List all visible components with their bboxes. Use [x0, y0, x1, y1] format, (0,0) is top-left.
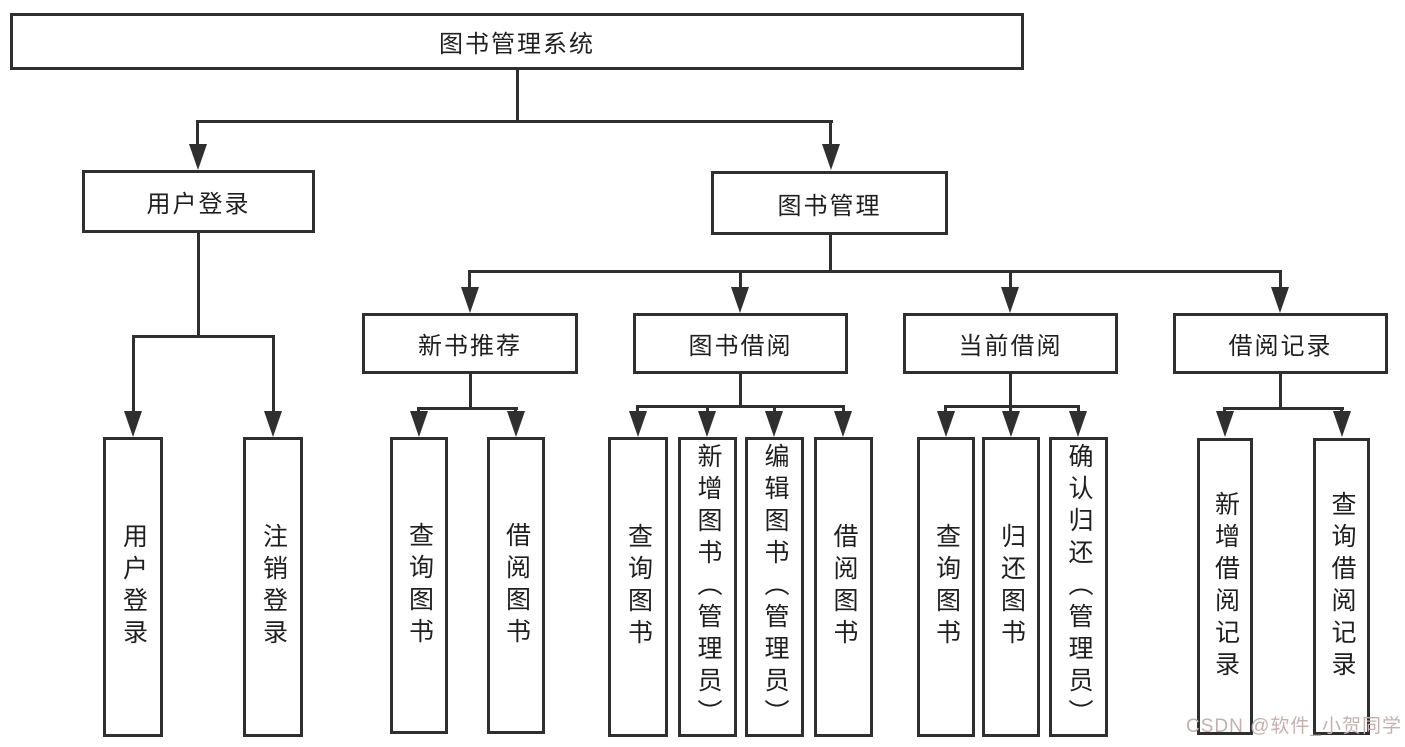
arrow-down-icon [698, 411, 716, 437]
node-label: 当前借阅 [958, 333, 1063, 360]
arrow-down-icon [629, 411, 647, 437]
connector-line [196, 120, 199, 148]
leaf-query-books: 查询图书 [917, 437, 975, 737]
arrow-down-icon [1333, 411, 1351, 437]
leaf-label: 借阅图书 [830, 523, 858, 651]
connector-line [829, 120, 832, 148]
connector-line [468, 270, 471, 290]
arrow-down-icon [264, 411, 282, 437]
connector-line [132, 335, 275, 338]
node-user-login-group: 用户登录 [82, 170, 315, 233]
leaf-logout: 注销登录 [243, 437, 303, 737]
connector-line [132, 335, 135, 413]
node-book-borrow: 图书借阅 [633, 313, 848, 374]
leaf-query-borrow-record: 查询借阅记录 [1313, 438, 1370, 735]
connector-line [945, 405, 1080, 408]
connector-line [1009, 405, 1012, 413]
arrow-down-icon [765, 411, 783, 437]
arrow-down-icon [1001, 287, 1019, 313]
leaf-label: 查询图书 [624, 523, 653, 651]
leaf-return-books: 归还图书 [982, 437, 1040, 737]
leaf-query-books: 查询图书 [390, 437, 448, 734]
connector-line [706, 405, 709, 413]
node-label: 图书管理 [777, 192, 882, 220]
arrow-down-icon [731, 287, 749, 313]
arrow-down-icon [410, 411, 428, 437]
arrow-down-icon [822, 144, 840, 170]
leaf-label: 确认归还（管理员） [1065, 443, 1093, 731]
leaf-edit-books-admin: 编辑图书（管理员） [745, 437, 804, 737]
connector-line [739, 373, 742, 407]
leaf-label: 用户登录 [119, 523, 148, 651]
connector-line [196, 120, 833, 123]
arrow-down-icon [834, 411, 852, 437]
leaf-label: 归还图书 [997, 523, 1026, 651]
leaf-label: 借阅图书 [502, 521, 531, 650]
connector-line [469, 373, 472, 409]
node-current-borrow: 当前借阅 [903, 313, 1118, 374]
leaf-label: 新增图书（管理员） [694, 443, 722, 731]
connector-line [636, 405, 639, 413]
arrow-down-icon [1216, 411, 1234, 437]
connector-line [739, 270, 742, 290]
leaf-query-books: 查询图书 [608, 437, 668, 737]
leaf-borrow-books: 借阅图书 [487, 437, 545, 734]
node-label: 用户登录 [146, 191, 251, 218]
arrow-down-icon [1002, 411, 1020, 437]
leaf-label: 注销登录 [259, 523, 288, 651]
watermark: CSDN @软件_小贺同学 [1186, 716, 1402, 737]
node-root: 图书管理系统 [10, 13, 1024, 70]
connector-line [829, 234, 832, 273]
connector-line [417, 407, 518, 410]
connector-line [1077, 405, 1080, 413]
node-new-book-recommend: 新书推荐 [362, 313, 578, 374]
arrow-down-icon [461, 287, 479, 313]
connector-line [468, 270, 1282, 273]
arrow-down-icon [937, 411, 955, 437]
connector-line [773, 405, 776, 413]
connector-line [197, 231, 200, 338]
connector-line [1009, 270, 1012, 290]
connector-line [1279, 373, 1282, 409]
leaf-confirm-return-admin: 确认归还（管理员） [1049, 437, 1108, 737]
node-borrow-records: 借阅记录 [1173, 313, 1388, 374]
node-label: 图书借阅 [688, 333, 793, 360]
connector-line [842, 405, 845, 413]
leaf-add-books-admin: 新增图书（管理员） [678, 437, 737, 737]
connector-line [944, 405, 947, 413]
leaf-label: 查询图书 [405, 521, 434, 650]
leaf-label: 新增借阅记录 [1211, 490, 1240, 683]
leaf-label: 查询借阅记录 [1328, 490, 1356, 683]
arrow-down-icon [124, 411, 142, 437]
leaf-add-borrow-record: 新增借阅记录 [1197, 438, 1253, 735]
arrow-down-icon [189, 144, 207, 170]
node-root-label: 图书管理系统 [439, 31, 595, 58]
node-label: 借阅记录 [1228, 333, 1333, 360]
node-book-management: 图书管理 [711, 171, 948, 235]
connector-line [1009, 373, 1012, 407]
arrow-down-icon [1069, 411, 1087, 437]
connector-line [637, 405, 845, 408]
arrow-down-icon [1271, 287, 1289, 313]
connector-line [1279, 270, 1282, 290]
node-label: 新书推荐 [418, 333, 522, 360]
leaf-label: 查询图书 [932, 523, 961, 651]
arrow-down-icon [507, 411, 525, 437]
leaf-user-login: 用户登录 [103, 437, 163, 737]
connector-line [272, 335, 275, 413]
leaf-borrow-books: 借阅图书 [814, 437, 873, 737]
connector-line [516, 67, 519, 123]
leaf-label: 编辑图书（管理员） [761, 443, 789, 731]
connector-line [1224, 407, 1344, 410]
